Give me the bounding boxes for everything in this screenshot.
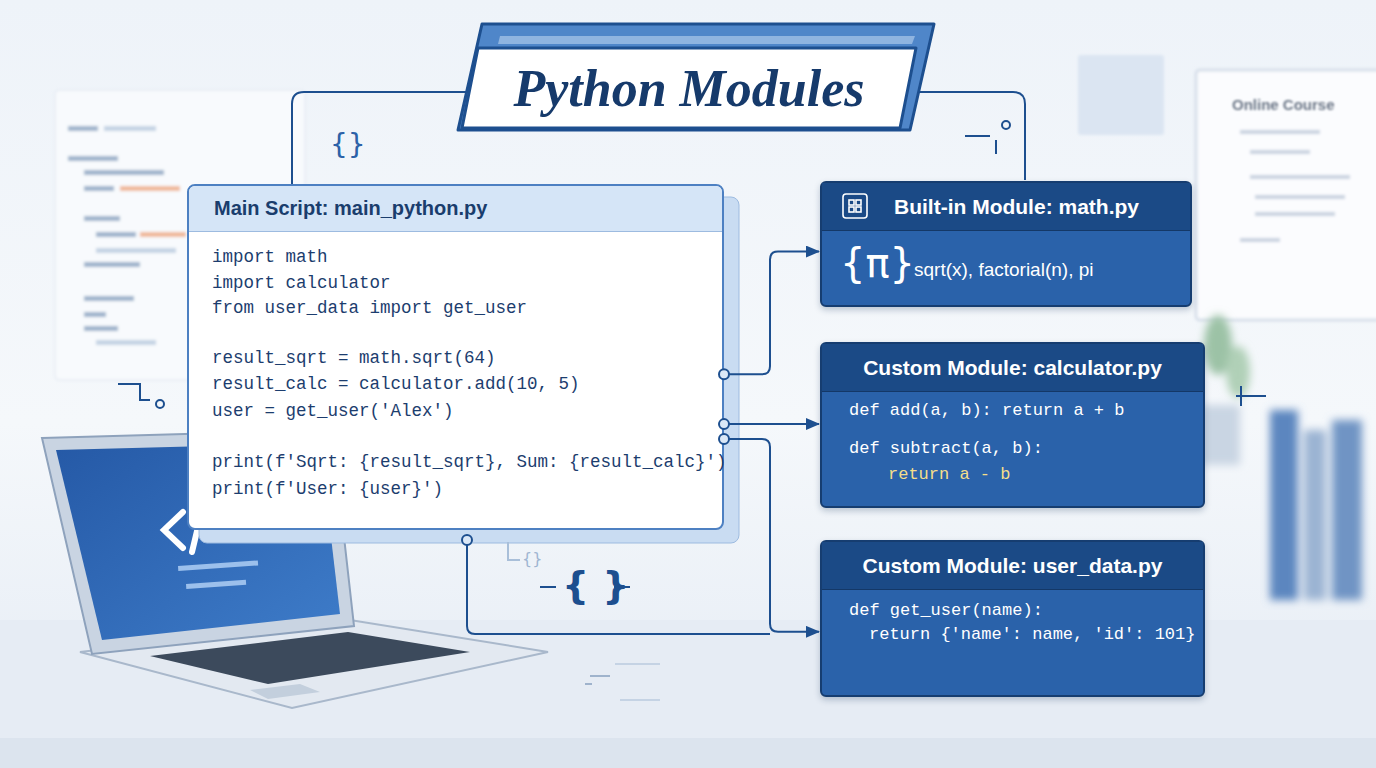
box-header: Custom Module: calculator.py [822, 344, 1203, 392]
bracket-line [508, 542, 520, 560]
code-line: print(f'Sqrt: {result_sqrt}, Sum: {resul… [212, 451, 727, 473]
text-bar [1240, 130, 1320, 134]
connector [724, 439, 819, 632]
doodad-dot [156, 400, 164, 408]
background-text: Online Course [1232, 96, 1335, 113]
icon-cell [849, 200, 854, 205]
code-bar [96, 248, 176, 253]
text-bar [1255, 212, 1335, 216]
code-line: sqrt(x), factorial(n), pi [914, 259, 1093, 281]
doodad-line [585, 676, 610, 684]
blurred-plant-and-books [1200, 315, 1362, 600]
code-bar [84, 170, 164, 175]
code-line: import calculator [212, 272, 391, 294]
connector [724, 423, 819, 425]
doodads [118, 121, 1266, 700]
book [1270, 410, 1298, 600]
doodad-line [1236, 386, 1266, 406]
screen-bar [178, 560, 258, 571]
brace-symbol: {} [522, 549, 542, 568]
edge-group [719, 252, 819, 632]
code-line: return {'name': name, 'id': 101} [869, 624, 1195, 646]
code-bar [84, 312, 106, 317]
code-bar [68, 126, 98, 131]
text-bar [1250, 150, 1310, 154]
header-text: Main Script: main_python.py [214, 197, 487, 220]
module-box: Built-in Module: math.py {π}sqrt(x), fact… [820, 181, 1192, 307]
text-bar [1240, 238, 1280, 242]
banner-face [462, 48, 916, 128]
pot [1200, 405, 1240, 465]
icon-frame [843, 194, 867, 218]
connector-dot [719, 419, 729, 429]
doodad-line [995, 140, 997, 154]
code-bar [68, 156, 118, 161]
box-header: Custom Module: user_data.py [822, 542, 1203, 590]
code-line: user = get_user('Alex') [212, 400, 454, 422]
icon-cell [856, 207, 861, 212]
feed-line [467, 540, 770, 634]
header-text: Custom Module: calculator.py [863, 356, 1162, 380]
code-line: from user_data import get_user [212, 297, 527, 319]
doodad-line [118, 384, 150, 400]
box-header: Built-in Module: math.py [822, 183, 1190, 231]
monitor [1196, 70, 1376, 320]
screen-symbol [164, 512, 183, 548]
code-line: import math [212, 246, 328, 268]
module-icon [843, 194, 867, 218]
box-header: Main Script: main_python.py [189, 186, 722, 232]
connector-dot [462, 535, 472, 545]
leaf [1226, 346, 1250, 398]
code-line: result_calc = calculator.add(10, 5) [212, 373, 580, 395]
code-bar [84, 186, 114, 191]
header-text: Custom Module: user_data.py [863, 554, 1163, 578]
desk-edge [0, 738, 1376, 768]
module-box: Custom Module: user_data.pydef get_user(… [820, 540, 1205, 697]
book [1332, 420, 1362, 600]
banner-strip [498, 36, 915, 44]
text-bar [1255, 195, 1345, 199]
code-bar [140, 232, 186, 237]
panel [1078, 55, 1164, 135]
brace-symbol: {} [330, 128, 366, 161]
code-line: def get_user(name): [849, 600, 1043, 622]
title-banner [458, 24, 934, 130]
code-line: print(f'User: {user}') [212, 478, 443, 500]
banner-back [458, 24, 934, 130]
connector [724, 252, 819, 375]
module-box: Custom Module: calculator.py def add(a, b… [820, 342, 1205, 508]
screen-bar [186, 580, 246, 589]
connector-dot [719, 369, 729, 379]
text-bar [1250, 175, 1350, 179]
code-line: return a - b [888, 464, 1010, 486]
code-bar [120, 186, 180, 191]
code-line: def subtract(a, b): [849, 438, 1043, 460]
title-text: Python Modules [470, 50, 908, 126]
touchpad [250, 684, 320, 699]
book [1304, 430, 1326, 600]
doodad-dot [1002, 121, 1010, 129]
header-text: Built-in Module: math.py [894, 195, 1139, 219]
code-line: result_sqrt = math.sqrt(64) [212, 347, 496, 369]
doodad-line [965, 135, 990, 137]
connector-dot [719, 434, 729, 444]
code-bar [104, 126, 156, 131]
icon-cell [856, 200, 861, 205]
brace-symbol: { } [562, 563, 629, 607]
code-bar [84, 262, 140, 267]
symbol-text: {π} [840, 239, 915, 287]
code-bar [84, 296, 134, 301]
code-bar [84, 326, 118, 331]
script-box: Main Script: main_python.pyimport math im… [187, 184, 724, 530]
code-bar [84, 216, 120, 221]
code-bar [96, 232, 136, 237]
code-bar [96, 340, 156, 345]
code-line: def add(a, b): return a + b [849, 400, 1124, 422]
doodad-line [615, 664, 660, 700]
icon-cell [849, 207, 854, 212]
